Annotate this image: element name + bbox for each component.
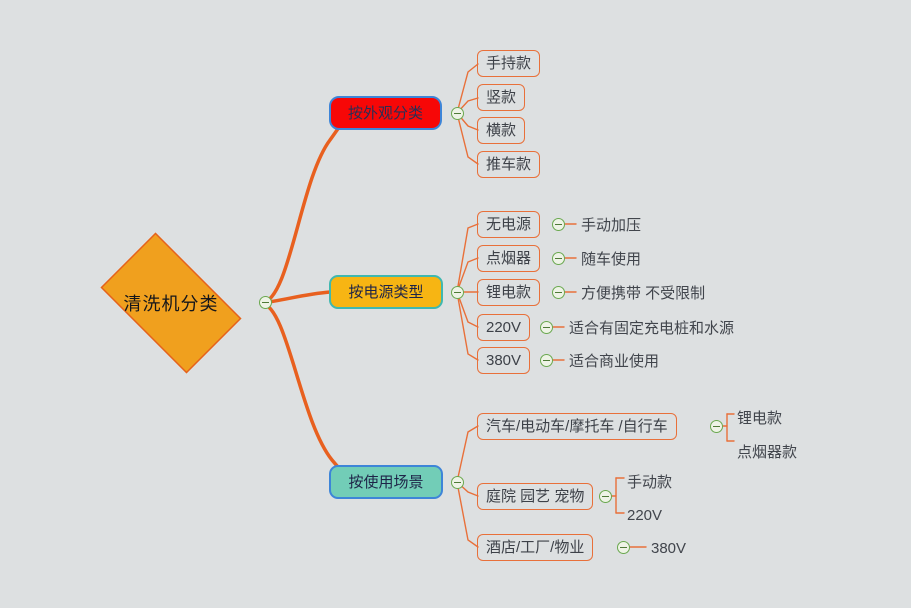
leaf-label-handheld: 手持款 — [486, 55, 532, 72]
leaf-node-horizontal[interactable]: 横款 — [477, 117, 526, 144]
detail-label-manual-pressure: 手动加压 — [581, 216, 642, 234]
detail-node-vehicles-lighter[interactable]: 点烟器款 — [737, 441, 797, 463]
leaf-label-no-power: 无电源 — [486, 216, 532, 233]
leaf-node-lithium[interactable]: 锂电款 — [477, 279, 541, 306]
detail-label-portable: 方便携带 不受限制 — [581, 284, 706, 302]
collapse-toggle-hotel-factory[interactable] — [617, 541, 630, 554]
detail-label-garden-manual: 手动款 — [627, 473, 673, 491]
leaf-label-horizontal: 横款 — [486, 122, 517, 139]
detail-node-portable[interactable]: 方便携带 不受限制 — [581, 282, 705, 304]
detail-label-vehicles-lighter: 点烟器款 — [737, 443, 798, 461]
link-root-to-power-type — [260, 290, 332, 305]
leaf-node-380v[interactable]: 380V — [477, 347, 531, 374]
detail-node-manual-pressure[interactable]: 手动加压 — [581, 214, 641, 236]
collapse-toggle-cigarette-lighter[interactable] — [552, 252, 565, 265]
collapse-toggle-appearance[interactable] — [451, 107, 464, 120]
root-node[interactable]: 清洗机分类 — [85, 232, 257, 374]
detail-label-in-vehicle-use: 随车使用 — [581, 250, 642, 268]
detail-label-hotel-380v: 380V — [651, 539, 687, 557]
leaf-label-220v: 220V — [486, 319, 522, 336]
leaf-label-cart: 推车款 — [486, 156, 532, 173]
branch-node-usage-scenario[interactable]: 按使用场景 — [329, 465, 443, 499]
detail-node-fixed-charging[interactable]: 适合有固定充电桩和水源 — [569, 317, 734, 339]
branch-node-power-type[interactable]: 按电源类型 — [329, 275, 443, 309]
leaf-label-380v: 380V — [486, 352, 522, 369]
leaf-node-cart[interactable]: 推车款 — [477, 151, 541, 178]
collapse-toggle-380v[interactable] — [540, 354, 553, 367]
leaf-label-cigarette-lighter: 点烟器 — [486, 250, 532, 267]
collapse-toggle-usage-scenario[interactable] — [451, 476, 464, 489]
collapse-toggle-power-type[interactable] — [451, 286, 464, 299]
leaf-node-vehicles[interactable]: 汽车/电动车/摩托车 /自行车 — [477, 413, 677, 440]
collapse-toggle-220v[interactable] — [540, 321, 553, 334]
branch-label-power-type: 按电源类型 — [348, 283, 424, 301]
leaf-node-garden[interactable]: 庭院 园艺 宠物 — [477, 483, 594, 510]
detail-node-commercial[interactable]: 适合商业使用 — [569, 350, 659, 372]
root-label: 清洗机分类 — [123, 294, 219, 314]
detail-node-garden-manual[interactable]: 手动款 — [627, 471, 672, 493]
leaf-label-garden: 庭院 园艺 宠物 — [486, 488, 585, 505]
collapse-toggle-garden[interactable] — [599, 490, 612, 503]
detail-label-vehicles-lithium: 锂电款 — [737, 409, 783, 427]
leaf-node-handheld[interactable]: 手持款 — [477, 50, 541, 77]
leaf-label-lithium: 锂电款 — [486, 284, 532, 301]
collapse-toggle-lithium[interactable] — [552, 286, 565, 299]
leaf-node-220v[interactable]: 220V — [477, 314, 531, 341]
detail-node-in-vehicle-use[interactable]: 随车使用 — [581, 248, 641, 270]
collapse-toggle-no-power[interactable] — [552, 218, 565, 231]
branch-node-appearance[interactable]: 按外观分类 — [329, 96, 442, 130]
detail-label-commercial: 适合商业使用 — [569, 352, 660, 370]
branch-label-appearance: 按外观分类 — [347, 104, 423, 122]
detail-label-garden-220v: 220V — [627, 506, 663, 524]
leaf-node-vertical[interactable]: 竖款 — [477, 84, 526, 111]
detail-label-fixed-charging: 适合有固定充电桩和水源 — [569, 319, 735, 337]
leaf-node-cigarette-lighter[interactable]: 点烟器 — [477, 245, 541, 272]
leaf-node-hotel-factory[interactable]: 酒店/工厂/物业 — [477, 534, 594, 561]
collapse-toggle-root[interactable] — [259, 296, 272, 309]
detail-node-vehicles-lithium[interactable]: 锂电款 — [737, 407, 782, 429]
collapse-toggle-vehicles[interactable] — [710, 420, 723, 433]
leaf-label-vehicles: 汽车/电动车/摩托车 /自行车 — [486, 418, 668, 435]
link-root-to-usage-scenario — [260, 301, 356, 484]
leaf-node-no-power[interactable]: 无电源 — [477, 211, 541, 238]
leaf-label-hotel-factory: 酒店/工厂/物业 — [486, 539, 585, 556]
detail-node-garden-220v[interactable]: 220V — [627, 504, 662, 526]
leaf-label-vertical: 竖款 — [486, 89, 517, 106]
branch-label-usage-scenario: 按使用场景 — [348, 473, 424, 491]
detail-node-hotel-380v[interactable]: 380V — [651, 537, 686, 559]
